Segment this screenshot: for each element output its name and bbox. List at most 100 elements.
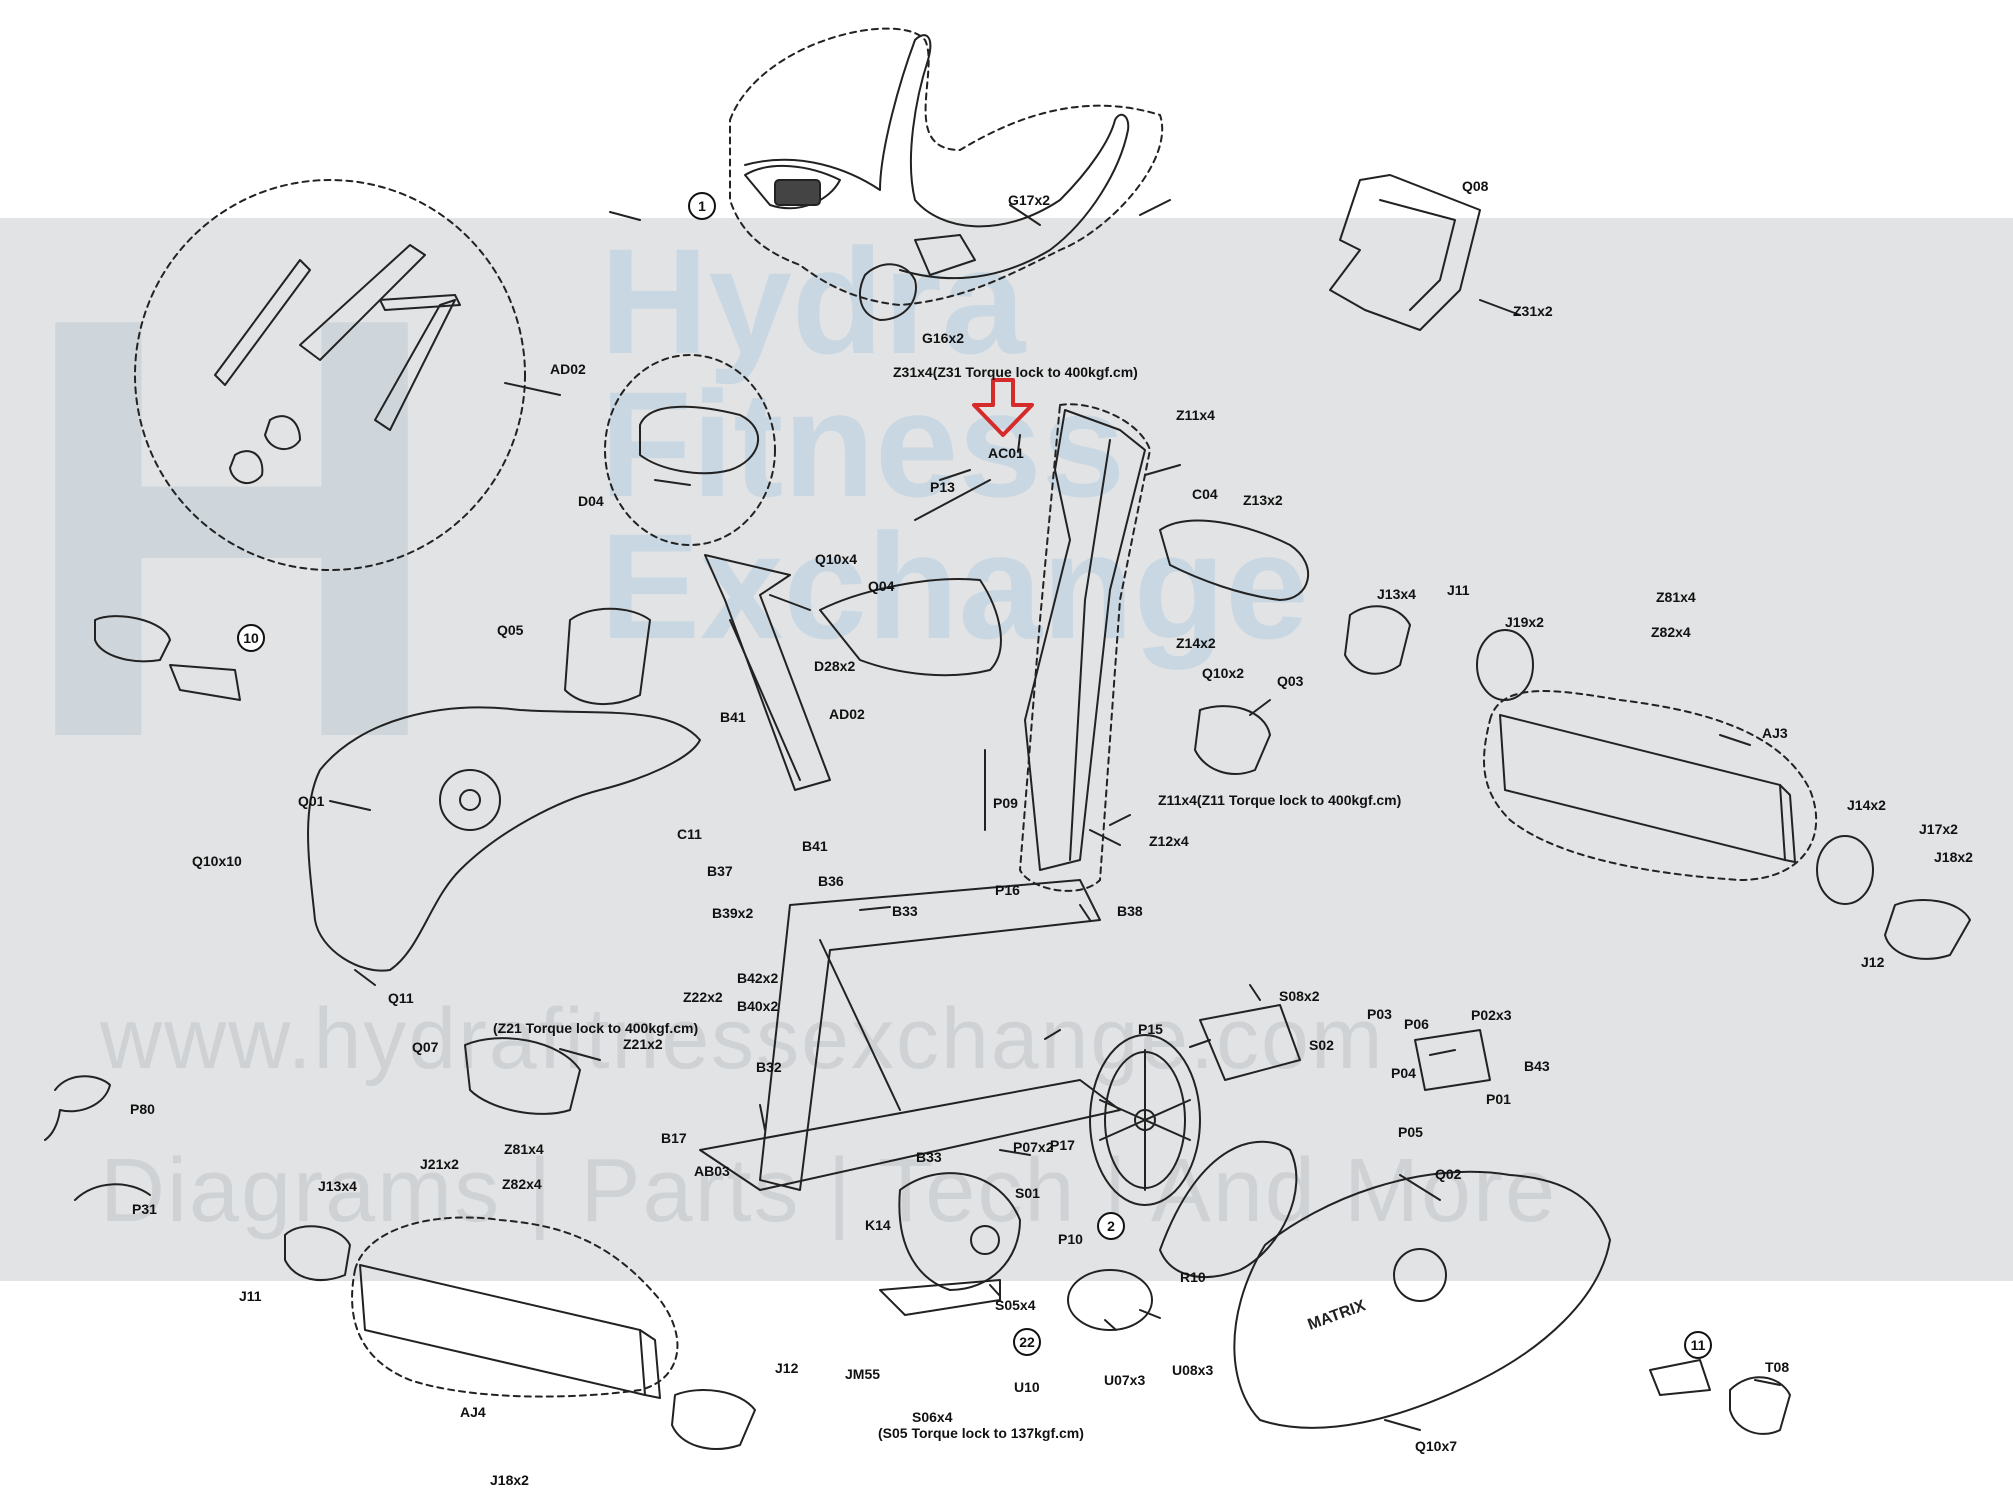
frame-base [699, 1079, 1121, 1191]
watermark-tagline: Diagrams | Parts | Tech | And More [100, 1141, 1558, 1241]
part-label: S02 [1309, 1037, 1334, 1053]
part-label: P10 [1058, 1231, 1083, 1247]
part-label: P31 [132, 1201, 157, 1217]
cover-q03 [1194, 705, 1271, 775]
part-label: P05 [1398, 1124, 1423, 1140]
part-label: Z21x2 [623, 1036, 663, 1052]
right-pedal [1729, 1376, 1791, 1435]
part-label: P07x2 [1013, 1139, 1054, 1155]
rear-foot-left [284, 1225, 351, 1281]
display-mount-q08 [1329, 174, 1481, 331]
part-label: J18x2 [490, 1472, 529, 1488]
part-label: G16x2 [922, 330, 965, 346]
part-label: P02x3 [1471, 1007, 1512, 1023]
seat-slider-rail [299, 244, 426, 361]
part-label: J21x2 [420, 1156, 459, 1172]
part-label: Q01 [298, 793, 325, 809]
front-stabilizer-group-outline [1483, 690, 1818, 881]
generator-s02 [1199, 1004, 1301, 1081]
part-label: B41 [802, 838, 828, 854]
drive-pulley [1089, 1034, 1201, 1206]
ad02-group-outline [134, 179, 526, 571]
part-label: R10 [1180, 1269, 1206, 1285]
right-shroud-q02 [1233, 1170, 1611, 1429]
part-label: Q10x4 [815, 551, 858, 567]
callout-2: 2 [1097, 1212, 1125, 1240]
stem-clamp [859, 263, 917, 321]
part-label: Z22x2 [683, 989, 723, 1005]
seat-slider-knob [264, 415, 301, 450]
rear-endcap [671, 1389, 756, 1450]
seat-group-outline [604, 354, 776, 546]
torque-note: Z31x4(Z31 Torque lock to 400kgf.cm) [893, 364, 1138, 380]
cable-p13 [914, 479, 991, 521]
part-label: AD02 [829, 706, 865, 722]
part-label: B38 [1117, 903, 1143, 919]
part-label: AB03 [694, 1163, 730, 1179]
part-label: J11 [1447, 582, 1470, 598]
callout-22: 22 [1013, 1328, 1041, 1356]
seat-slider-clamp [229, 450, 264, 485]
part-label: B36 [818, 873, 844, 889]
part-label: P09 [993, 795, 1018, 811]
console-display [774, 179, 821, 206]
right-crank-arm [1649, 1359, 1711, 1396]
part-label: Z31x2 [1513, 303, 1553, 319]
handlebar [744, 34, 1130, 280]
part-label: Q02 [1435, 1166, 1462, 1182]
shroud-brand-text: MATRIX [1306, 1297, 1369, 1334]
callout-11: 11 [1684, 1331, 1712, 1359]
watermark-url: www.hydrafitnessexchange.com [100, 991, 1385, 1087]
part-label: B33 [892, 903, 918, 919]
part-label: B32 [756, 1059, 782, 1075]
drive-belt [1159, 1140, 1298, 1278]
part-label: Z14x2 [1176, 635, 1216, 651]
part-label: U08x3 [1172, 1362, 1214, 1378]
highlight-arrow [972, 378, 1034, 437]
part-label: Z82x4 [502, 1176, 542, 1192]
part-label: P15 [1138, 1021, 1163, 1037]
part-label: JM55 [845, 1366, 881, 1382]
part-label: AJ4 [460, 1404, 486, 1420]
part-label: P01 [1486, 1091, 1511, 1107]
watermark-word: Fitness [600, 359, 1126, 528]
part-label: Q05 [497, 622, 524, 638]
part-label: Q11 [388, 990, 414, 1006]
flywheel-bracket [879, 1279, 1001, 1316]
main-post [1024, 409, 1146, 871]
part-label: J13x4 [1377, 586, 1416, 602]
torque-note: (S05 Torque lock to 137kgf.cm) [878, 1425, 1084, 1441]
circuit-board [1414, 1029, 1491, 1091]
left-crank-arm [169, 664, 241, 701]
part-label: P16 [995, 882, 1020, 898]
part-label: B39x2 [712, 905, 754, 921]
seat [639, 405, 760, 475]
seat-post [704, 554, 831, 791]
part-label: J12 [775, 1360, 799, 1376]
flywheel-s01 [898, 1172, 1021, 1291]
part-label: K14 [865, 1217, 891, 1233]
part-label: Q10x7 [1415, 1438, 1458, 1454]
torque-note: Z11x4(Z11 Torque lock to 400kgf.cm) [1158, 792, 1402, 808]
left-shroud-q01 [307, 706, 701, 972]
part-label: T08 [1765, 1359, 1790, 1375]
part-label: AD02 [550, 361, 586, 377]
part-label: P04 [1391, 1065, 1416, 1081]
part-label: G17x2 [1008, 192, 1051, 208]
part-label: B43 [1524, 1058, 1550, 1074]
part-label: S05x4 [995, 1297, 1036, 1313]
part-label: Z82x4 [1651, 624, 1691, 640]
part-label: B42x2 [737, 970, 779, 986]
part-label: Z12x4 [1149, 833, 1189, 849]
part-label: U07x3 [1104, 1372, 1146, 1388]
rear-stabilizer-group-outline [351, 1216, 679, 1398]
part-label: P17 [1050, 1137, 1075, 1153]
part-label: B37 [707, 863, 733, 879]
stem-block [914, 234, 976, 276]
callout-1: 1 [688, 192, 716, 220]
flywheel-hub-right [1393, 1248, 1447, 1302]
seat-slider-strip [374, 299, 456, 431]
part-label: U10 [1014, 1379, 1040, 1395]
